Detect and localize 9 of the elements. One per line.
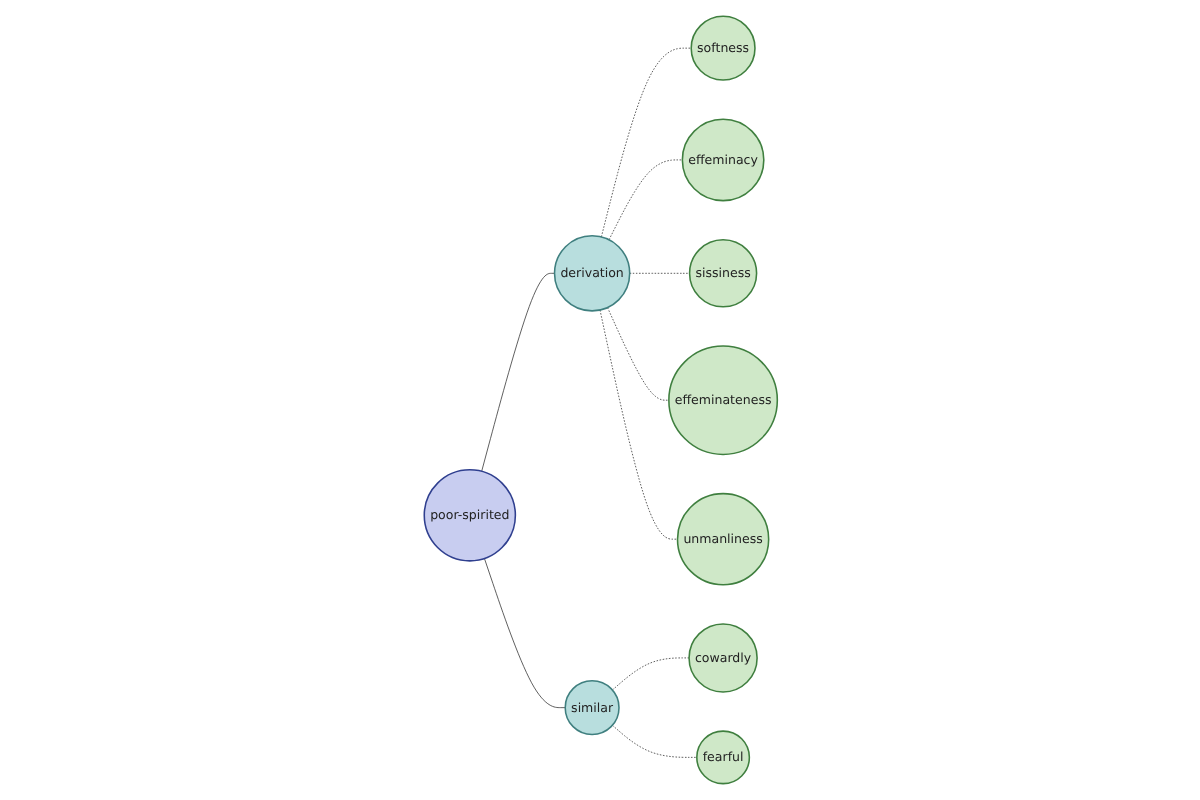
- connector: [600, 47, 691, 238]
- connector: [480, 272, 555, 472]
- connector: [598, 309, 678, 540]
- connector: [611, 657, 689, 691]
- connector: [607, 159, 682, 241]
- connector: [611, 724, 697, 758]
- connector: [628, 272, 690, 274]
- connector: [606, 307, 669, 401]
- connector: [483, 558, 565, 709]
